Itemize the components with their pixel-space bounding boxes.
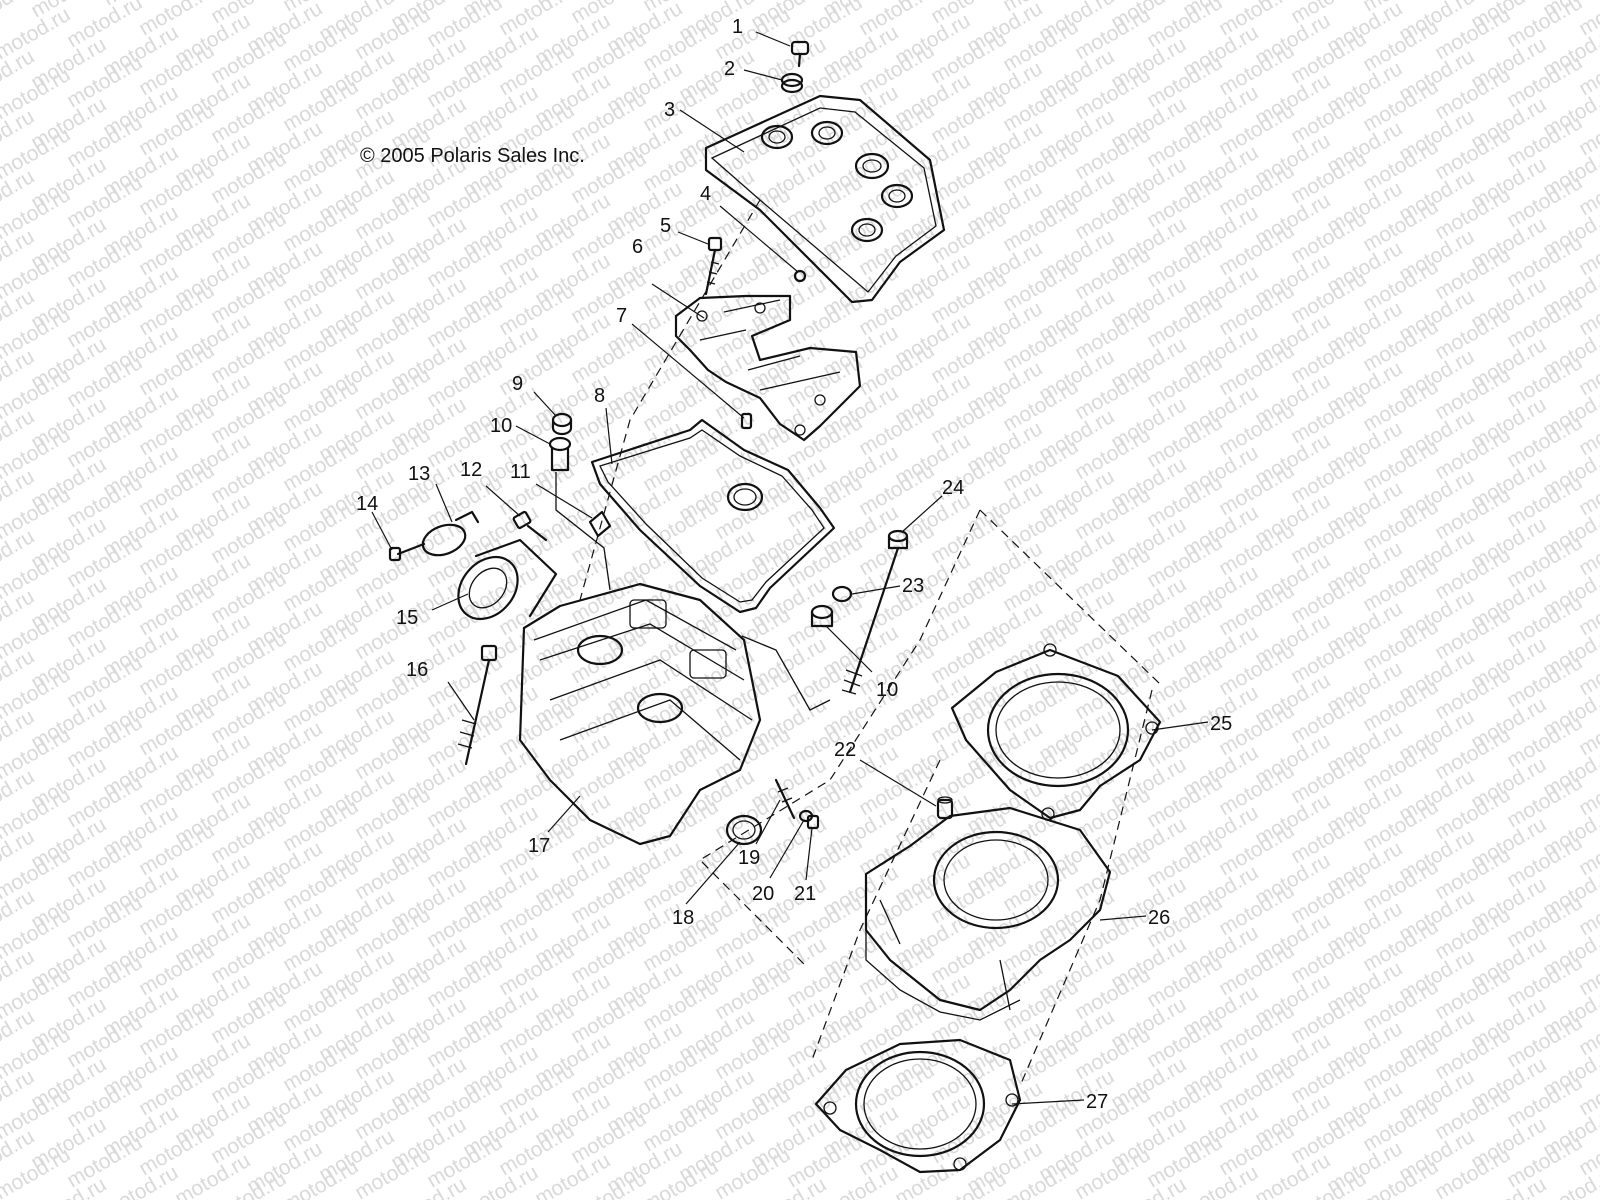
callout-11: 11	[510, 461, 531, 483]
part-25-head-gasket	[950, 643, 1162, 821]
part-21-nut	[806, 814, 820, 830]
part-26-cylinder	[864, 806, 1112, 1021]
callout-20: 20	[752, 883, 774, 905]
callout-9: 9	[512, 373, 523, 395]
callout-4: 4	[700, 183, 711, 205]
callout-7: 7	[616, 305, 627, 327]
part-16-long-bolt	[457, 644, 498, 766]
part-19-stud	[774, 778, 796, 820]
part-24-long-stud	[841, 529, 909, 695]
callout-12: 12	[460, 459, 482, 481]
callout-19: 19	[738, 847, 760, 869]
part-5-bolt	[704, 236, 723, 296]
part-10-stud-lower	[810, 604, 834, 628]
part-6-cam-carrier	[674, 294, 862, 442]
part-13-clamp	[421, 510, 480, 557]
assembly-lines	[555, 199, 1161, 1087]
callout-10-lower: 10	[876, 679, 898, 701]
part-9-nut	[551, 412, 573, 436]
callout-10: 10	[490, 415, 512, 437]
callout-25: 25	[1210, 713, 1232, 735]
part-23-nut	[831, 585, 853, 603]
callout-21: 21	[794, 883, 816, 905]
callout-2: 2	[724, 58, 735, 80]
callout-22: 22	[834, 739, 856, 761]
callouts: 1 2 3 4 5 6 7 8 9 10 11 12 13 14 15 16 1…	[356, 16, 1232, 1113]
part-8-valve-cover-gasket	[590, 418, 836, 614]
callout-14: 14	[356, 493, 378, 515]
callout-24: 24	[942, 477, 964, 499]
part-22-dowel	[936, 796, 954, 820]
part-15-intake-boot	[457, 538, 558, 621]
callout-18: 18	[672, 907, 694, 929]
callout-23: 23	[902, 575, 924, 597]
callout-15: 15	[396, 607, 418, 629]
callout-8: 8	[594, 385, 605, 407]
callout-6: 6	[632, 236, 643, 258]
part-17-cylinder-head	[518, 582, 762, 846]
part-11-plug	[588, 510, 612, 538]
callout-3: 3	[664, 99, 675, 121]
part-1-bolt	[790, 40, 810, 68]
callout-1: 1	[732, 16, 743, 38]
copyright-notice: © 2005 Polaris Sales Inc.	[360, 145, 585, 167]
part-7-dowel	[740, 412, 753, 430]
part-27-base-gasket	[814, 1038, 1022, 1174]
callout-17: 17	[528, 835, 550, 857]
part-18-o-ring	[725, 814, 763, 846]
callout-5: 5	[660, 215, 671, 237]
callout-27: 27	[1086, 1091, 1108, 1113]
callout-16: 16	[406, 659, 428, 681]
part-4-dowel-pin	[793, 269, 807, 283]
leader-lines	[371, 31, 1209, 1105]
callout-13: 13	[408, 463, 430, 485]
part-3-valve-cover	[704, 94, 946, 304]
callout-26: 26	[1148, 907, 1170, 929]
part-14-screw	[388, 542, 426, 562]
